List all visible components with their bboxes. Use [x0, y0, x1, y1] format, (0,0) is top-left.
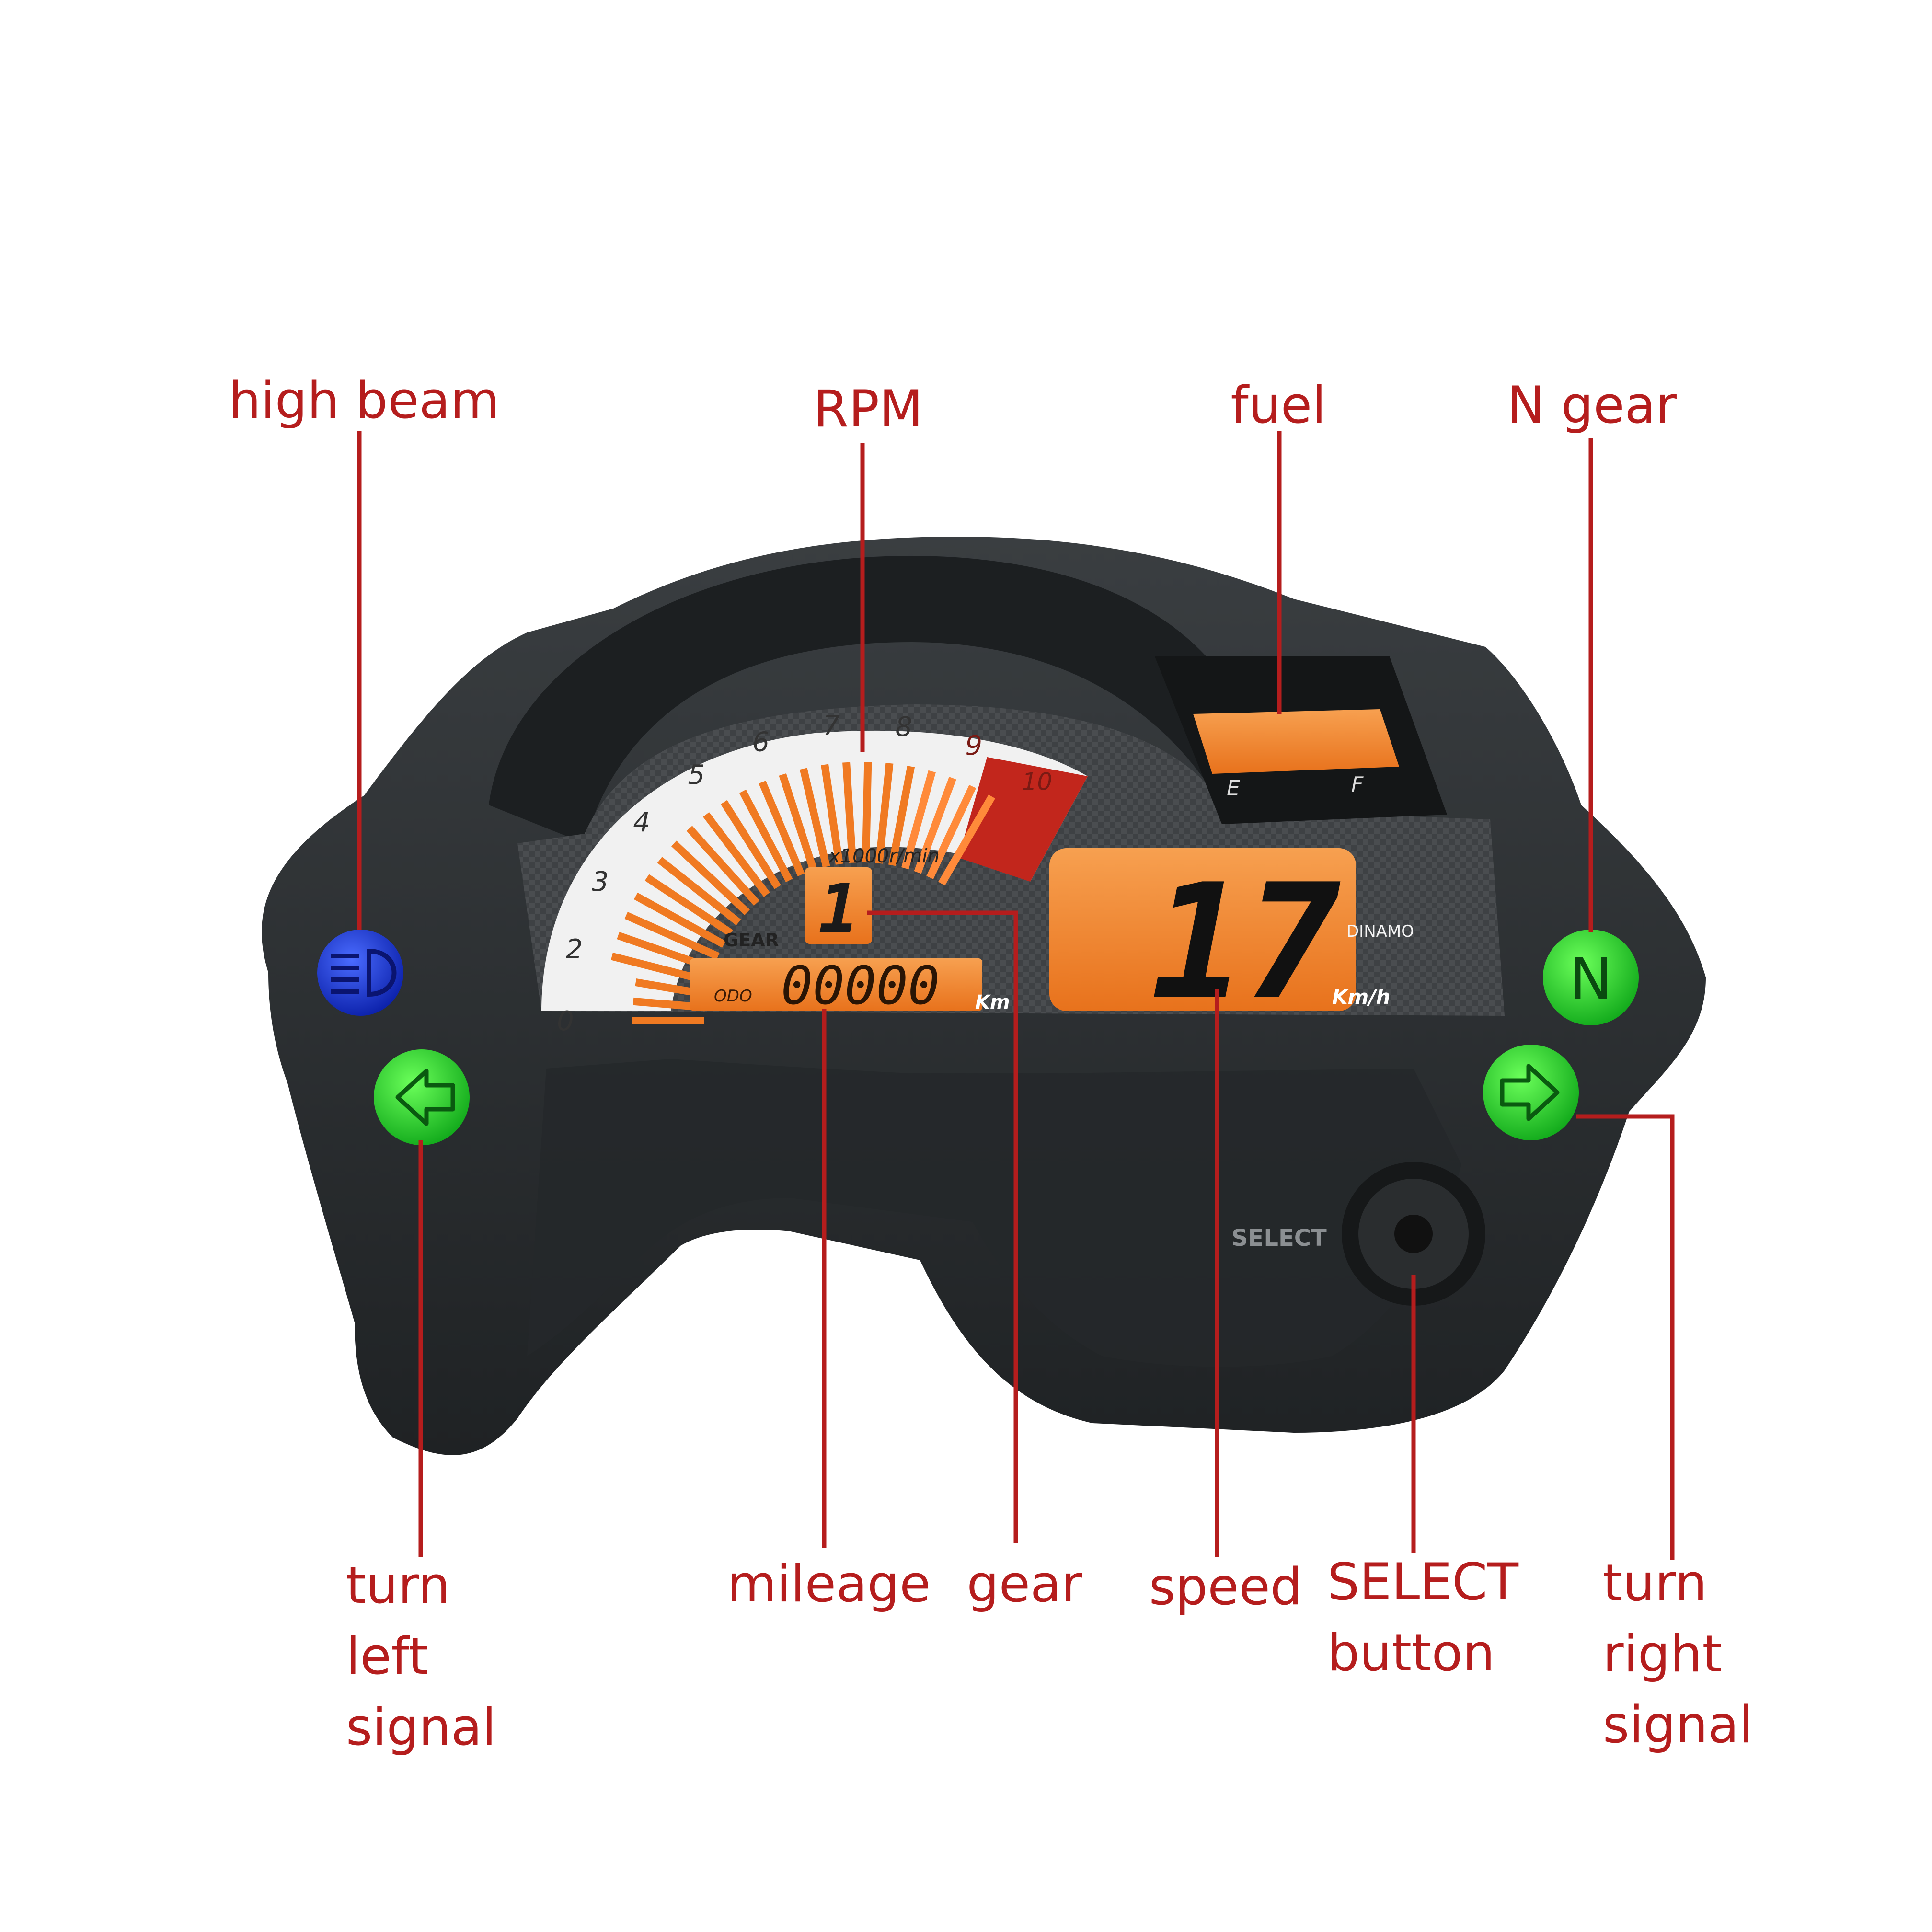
tach-bar	[862, 761, 872, 863]
tach-number: 3	[592, 866, 609, 897]
tach-number: 5	[688, 759, 705, 791]
tach-number: 6	[752, 726, 770, 758]
select-knob-center[interactable]	[1394, 1215, 1433, 1253]
gear-caption: GEAR	[724, 930, 779, 951]
tach-bar	[720, 800, 781, 889]
neutral-lamp	[1543, 930, 1639, 1025]
redline-zone	[958, 757, 1088, 882]
housing-lower-panel	[527, 1059, 1461, 1367]
turn-right-indicator	[1483, 1045, 1579, 1140]
tach-number: 0	[557, 1006, 574, 1037]
tach-number: 7	[823, 710, 840, 741]
label-select-line-1: SELECT	[1327, 1552, 1519, 1611]
tach-bar	[888, 766, 915, 866]
arrow-left-icon	[395, 1069, 455, 1126]
label-turn-right-line-1: turn	[1603, 1553, 1707, 1612]
tach-bar	[739, 789, 793, 883]
select-caption: SELECT	[1231, 1225, 1327, 1252]
turn-right-lamp	[1483, 1045, 1579, 1140]
tach-bar	[759, 781, 805, 876]
tach-bar	[671, 840, 750, 915]
label-high-beam: high beam	[229, 371, 500, 430]
turn-left-indicator	[374, 1049, 470, 1145]
tach-bar	[842, 762, 857, 863]
visor-arch	[489, 556, 1251, 843]
headlight-icon	[331, 948, 397, 997]
gear-value: 1	[818, 870, 859, 948]
gear-display	[805, 867, 872, 944]
tach-number: 10	[1022, 768, 1053, 795]
tach-bar	[914, 777, 956, 874]
speed-display	[1049, 848, 1356, 1011]
select-button[interactable]	[1342, 1162, 1485, 1306]
label-turn-left-line-1: turn	[346, 1556, 450, 1615]
tach-bar	[821, 764, 843, 865]
speed-unit: Km/h	[1332, 985, 1391, 1009]
odo-display	[690, 958, 982, 1011]
tach-bar	[624, 912, 720, 960]
fuel-empty-mark: E	[1227, 776, 1240, 801]
label-n-gear: N gear	[1506, 376, 1677, 435]
brand-logo: DINAMO	[1346, 922, 1414, 941]
tach-bar	[799, 768, 830, 868]
turn-left-lamp	[374, 1049, 470, 1145]
tach-bar	[633, 892, 726, 948]
tach-bar	[779, 773, 817, 872]
high-beam-lamp	[317, 930, 403, 1016]
leader-turn-right	[1576, 1114, 1675, 1560]
label-select-button: SELECT button	[1327, 1547, 1518, 1689]
arrow-right-icon	[1500, 1064, 1560, 1121]
label-fuel: fuel	[1230, 376, 1326, 435]
tach-bar	[901, 770, 936, 870]
speed-value: 17	[1150, 850, 1342, 1034]
tach-bar	[926, 784, 977, 879]
tach-unit: x1000r/min	[828, 845, 940, 867]
odo-unit: Km	[975, 991, 1010, 1013]
tach-number: 9	[965, 730, 982, 761]
label-select-line-2: button	[1327, 1623, 1495, 1682]
tach-bar	[703, 812, 770, 897]
odo-value: 00000	[781, 955, 940, 1016]
tachometer-bars	[610, 761, 995, 1024]
leader-gear	[867, 910, 1018, 1543]
tach-bar	[657, 857, 741, 926]
tach-number: 8	[895, 712, 912, 743]
tach-bar	[644, 874, 733, 937]
label-gear: gear	[966, 1554, 1082, 1613]
label-turn-left: turn left signal	[346, 1550, 496, 1763]
label-speed: speed	[1149, 1557, 1303, 1616]
tach-number: 4	[633, 807, 650, 838]
label-turn-left-line-2: left	[346, 1627, 428, 1686]
high-beam-indicator	[317, 930, 403, 1016]
label-turn-right-line-2: right	[1603, 1624, 1723, 1683]
label-turn-left-line-3: signal	[346, 1698, 496, 1757]
tachometer-numbers: 0 2 34 5 6 7 8 9 10	[557, 710, 1052, 1037]
odo-caption: ODO	[714, 987, 752, 1006]
neutral-indicator: N	[1543, 930, 1639, 1025]
tach-bar	[875, 763, 894, 864]
label-turn-right-line-3: signal	[1603, 1695, 1753, 1754]
tach-bar	[938, 794, 995, 886]
neutral-letter: N	[1569, 946, 1612, 1013]
leader-lines	[357, 431, 1675, 1560]
tach-number: 2	[566, 934, 583, 965]
fuel-full-mark: F	[1351, 772, 1364, 797]
label-rpm: RPM	[813, 380, 923, 438]
label-mileage: mileage	[727, 1554, 931, 1613]
fuel-bar	[1193, 709, 1399, 774]
tach-bar	[686, 826, 760, 906]
label-turn-right: turn right signal	[1603, 1548, 1753, 1760]
